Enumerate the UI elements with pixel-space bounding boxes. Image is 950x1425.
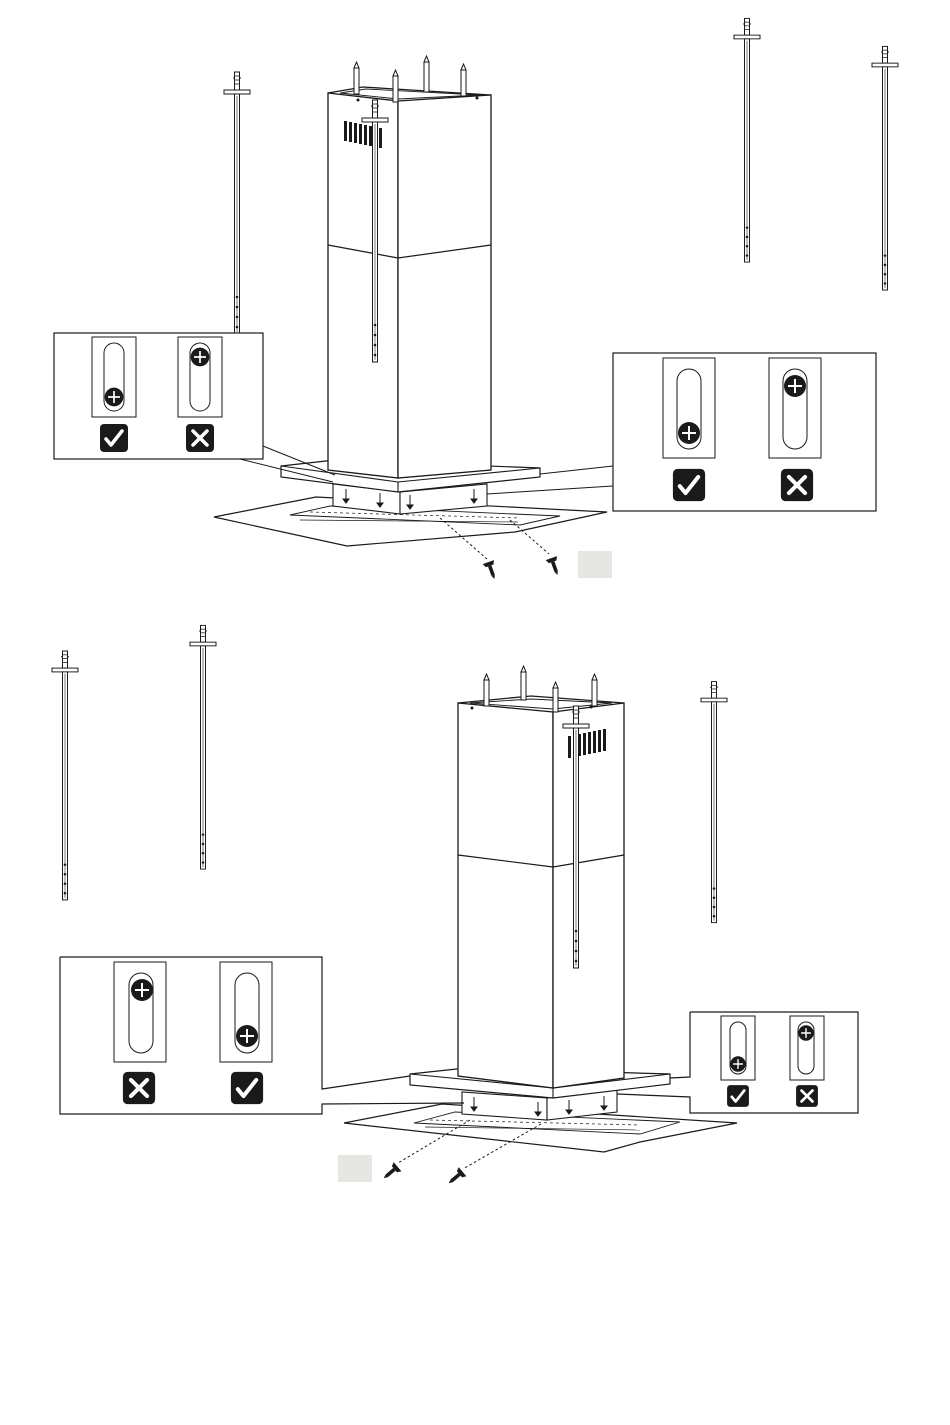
screw-icon (546, 556, 563, 577)
detail-panel-upper-right (487, 353, 876, 511)
slot-incorrect (178, 337, 222, 417)
threaded-rod-icon (734, 18, 760, 262)
detail-panel-lower-left (60, 957, 464, 1114)
detail-panel-lower-right (617, 1012, 858, 1113)
cross-mark-icon (186, 424, 214, 452)
screw-icon (483, 560, 500, 581)
step-label-box (578, 551, 612, 578)
cross-mark-icon (123, 1072, 155, 1104)
check-mark-icon (727, 1085, 749, 1107)
threaded-rod-icon (52, 651, 78, 900)
cross-mark-icon (796, 1085, 818, 1107)
slot-correct (663, 358, 715, 458)
step-upper (54, 18, 898, 581)
chimney-upper (328, 56, 491, 478)
chimney-lower (458, 666, 624, 1088)
threaded-rod-icon (701, 682, 727, 923)
check-mark-icon (673, 469, 705, 501)
slot-correct (721, 1016, 755, 1080)
slot-correct (220, 962, 272, 1062)
slot-incorrect (114, 962, 166, 1062)
slot-incorrect (769, 358, 821, 458)
screw-icon (445, 1167, 467, 1188)
step-label-box (338, 1155, 372, 1182)
threaded-rod-icon (872, 46, 898, 290)
screw-icon (380, 1162, 402, 1183)
check-mark-icon (100, 424, 128, 452)
check-mark-icon (231, 1072, 263, 1104)
step-lower (52, 625, 858, 1187)
slot-incorrect (790, 1016, 824, 1080)
slot-correct (92, 337, 136, 417)
cross-mark-icon (781, 469, 813, 501)
threaded-rod-icon (224, 72, 250, 334)
threaded-rod-icon (190, 625, 216, 869)
detail-panel-upper-left (54, 333, 335, 482)
